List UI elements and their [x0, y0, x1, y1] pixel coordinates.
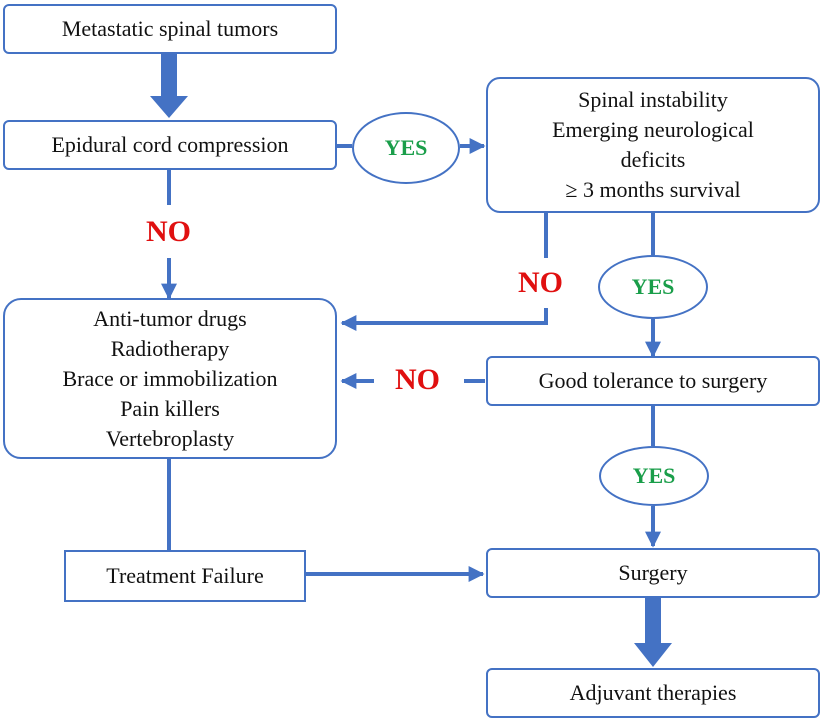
decision-yes-tolerance: YES — [599, 446, 709, 506]
node-metastatic-tumors: Metastatic spinal tumors — [3, 4, 337, 54]
decision-no-compression: NO — [146, 215, 191, 248]
treatment-line: Brace or immobilization — [62, 365, 278, 391]
block-arrow-down — [150, 54, 188, 118]
treatment-line: Pain killers — [120, 395, 220, 421]
node-label: Surgery — [618, 560, 688, 585]
node-surgery: Surgery — [486, 548, 820, 598]
node-surgical-criteria: Spinal instability Emerging neurological… — [486, 77, 820, 213]
yes-label: YES — [384, 135, 428, 160]
node-epidural-compression: Epidural cord compression — [3, 120, 337, 170]
node-conservative-treatment: Anti-tumor drugs Radiotherapy Brace or i… — [3, 298, 337, 459]
yes-label: YES — [632, 463, 676, 488]
treatment-line: Radiotherapy — [110, 335, 230, 361]
decision-yes-compression: YES — [352, 112, 460, 184]
node-label: Adjuvant therapies — [569, 680, 737, 705]
decision-no-tolerance: NO — [395, 363, 440, 396]
yes-label: YES — [631, 274, 675, 299]
criteria-line: ≥ 3 months survival — [565, 177, 741, 202]
treatment-line: Vertebroplasty — [105, 425, 235, 451]
node-label: Epidural cord compression — [51, 132, 289, 157]
node-label: Metastatic spinal tumors — [61, 16, 279, 41]
block-arrow-down — [634, 598, 672, 667]
criteria-line: Emerging neurological — [552, 117, 754, 142]
node-label: Treatment Failure — [106, 563, 264, 588]
treatment-line: Anti-tumor drugs — [93, 305, 247, 331]
node-treatment-failure: Treatment Failure — [64, 550, 306, 602]
decision-no-criteria: NO — [518, 266, 563, 299]
criteria-line: Spinal instability — [578, 87, 728, 112]
node-adjuvant-therapies: Adjuvant therapies — [486, 668, 820, 718]
node-label: Good tolerance to surgery — [538, 368, 768, 393]
node-good-tolerance: Good tolerance to surgery — [486, 356, 820, 406]
decision-yes-criteria: YES — [598, 255, 708, 319]
criteria-line: deficits — [620, 147, 686, 172]
